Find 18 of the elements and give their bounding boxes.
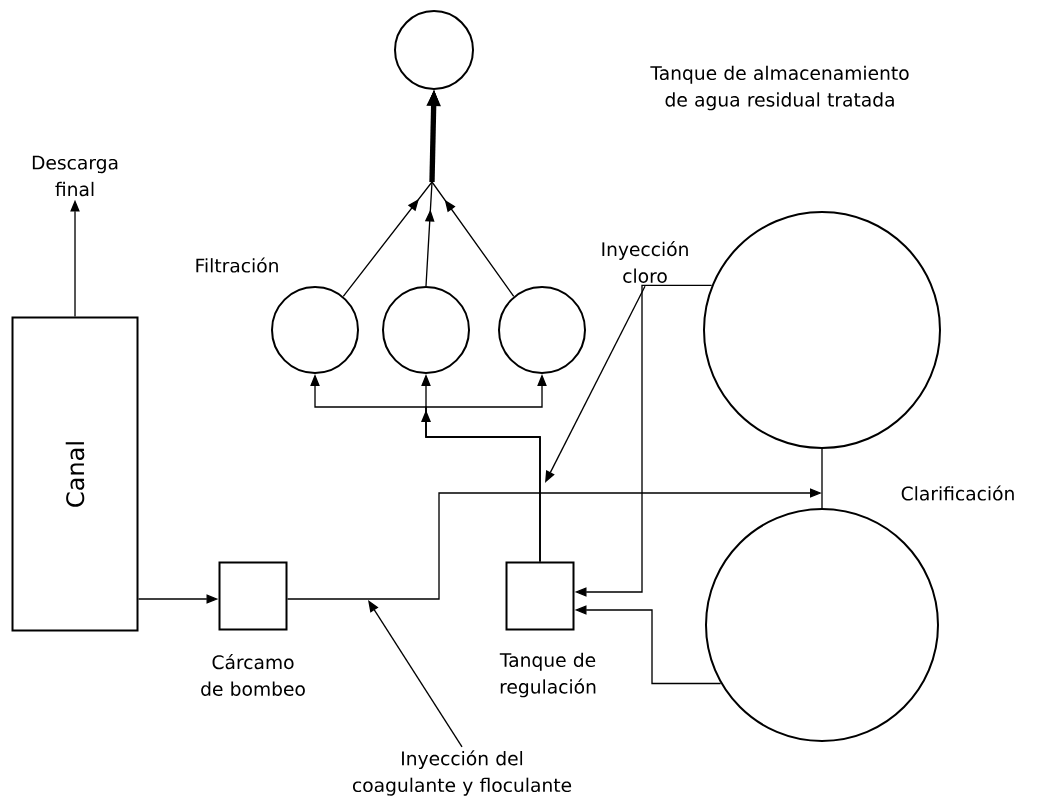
tank-label: Tanque de regulación [499,652,596,698]
pump-label: Cárcamo de bombeo [201,654,305,696]
pipe-line [821,448,823,509]
leader-arrow [368,600,463,748]
clarifier-circle [705,508,939,742]
tank-label: Tanque de almacenamiento de agua residual tratada [650,65,909,111]
canal-box: Canal [11,316,139,632]
leader-arrow [545,285,646,483]
clarification-label: Clarificación [901,485,1014,501]
clarifier-circle [703,211,941,449]
injection-label: Inyección del coagulante y floculante [353,750,572,796]
filter-circle [382,286,470,374]
filtration-label: Filtración [196,257,278,273]
storage-tank-circle [394,10,474,90]
discharge-label: Descarga final [32,155,118,197]
filter-circle [498,286,586,374]
filter-circle [271,286,359,374]
injection-label: Inyección cloro [602,241,688,283]
